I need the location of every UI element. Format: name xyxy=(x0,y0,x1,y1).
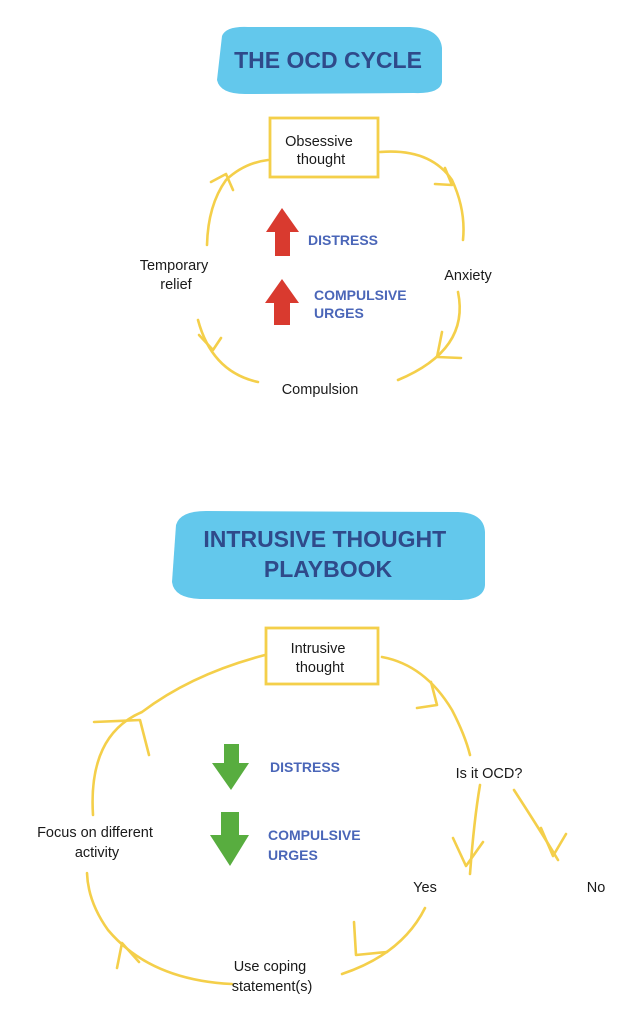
distress-increase-label: DISTRESS xyxy=(308,232,378,248)
compulsion-to-relief-line xyxy=(196,318,260,384)
obsessive-thought-node: Obsessive thought xyxy=(268,116,380,179)
obsessive-thought-line1: Obsessive xyxy=(285,134,353,150)
compulsive-urges-up-line2: URGES xyxy=(314,305,364,321)
compulsive-urges-up-line1: COMPULSIVE xyxy=(314,287,407,303)
focus-line1: Focus on different xyxy=(37,825,153,841)
use-coping-line2: statement(s) xyxy=(232,979,313,995)
coping-to-focus-line xyxy=(85,871,234,986)
focus-to-intrusive-line xyxy=(91,653,267,817)
is-it-ocd-label: Is it OCD? xyxy=(456,766,523,782)
obsessive-thought-box xyxy=(268,116,380,179)
playbook-title-line1: INTRUSIVE THOUGHT xyxy=(203,526,446,552)
ocd-cycle-title-badge: THE OCD CYCLE xyxy=(217,26,442,95)
playbook-section: INTRUSIVE THOUGHT PLAYBOOK Intrusive xyxy=(37,511,605,995)
arrowhead-intrusive-ocd xyxy=(415,680,439,710)
yes-to-coping-line xyxy=(340,906,427,976)
temporary-relief-label: Temporary relief xyxy=(140,258,213,293)
anxiety-label: Anxiety xyxy=(444,268,492,284)
intrusive-thought-line2: thought xyxy=(296,660,344,676)
intrusive-thought-node: Intrusive thought xyxy=(264,626,380,686)
playbook-title: INTRUSIVE THOUGHT PLAYBOOK xyxy=(203,526,452,582)
focus-different-activity-label: Focus on different activity xyxy=(37,825,157,861)
arrowhead-ocd-no xyxy=(539,826,568,858)
obsessive-thought-label: Obsessive thought xyxy=(285,134,357,168)
obsessive-thought-line2: thought xyxy=(297,152,345,168)
temporary-relief-line1: Temporary xyxy=(140,258,209,274)
urges-down-arrow-icon xyxy=(210,812,249,866)
arrowhead-compulsion-relief xyxy=(197,333,223,352)
playbook-connectors xyxy=(85,653,568,986)
ocd-cycle-section: THE OCD CYCLE Obsessive thought Anxiety … xyxy=(140,26,493,398)
ocd-cycle-title: THE OCD CYCLE xyxy=(234,47,422,73)
arrowhead-yes-coping xyxy=(352,920,389,957)
distress-decrease-label: DISTRESS xyxy=(270,759,340,775)
temporary-relief-line2: relief xyxy=(160,277,192,293)
yes-label: Yes xyxy=(413,880,437,896)
intrusive-thought-box xyxy=(264,626,380,686)
urges-up-arrow-icon xyxy=(265,279,299,325)
compulsion-label: Compulsion xyxy=(282,382,359,398)
arrowhead-relief-obsessive xyxy=(209,172,235,192)
playbook-title-badge: INTRUSIVE THOUGHT PLAYBOOK xyxy=(172,511,485,600)
use-coping-line1: Use coping xyxy=(234,959,307,975)
playbook-title-background xyxy=(172,511,485,600)
distress-up-arrow-icon xyxy=(266,208,299,256)
arrowhead-anxiety-compulsion xyxy=(435,330,463,360)
compulsive-urges-decrease-label: COMPULSIVE URGES xyxy=(268,827,364,863)
compulsive-urges-down-line2: URGES xyxy=(268,847,318,863)
arrowhead-ocd-yes xyxy=(451,836,485,868)
relief-to-obsessive-line xyxy=(205,158,270,247)
arrowhead-focus-intrusive xyxy=(92,718,151,757)
distress-down-arrow-icon xyxy=(212,744,249,790)
compulsive-urges-down-line1: COMPULSIVE xyxy=(268,827,361,843)
ocd-to-yes-line xyxy=(468,783,482,876)
intrusive-thought-line1: Intrusive xyxy=(291,641,346,657)
arrowhead-obsessive-anxiety xyxy=(433,166,454,187)
intrusive-thought-label: Intrusive thought xyxy=(291,641,350,676)
obsessive-to-anxiety-line xyxy=(378,150,465,242)
use-coping-statements-label: Use coping statement(s) xyxy=(232,959,313,995)
intrusive-to-ocd-line xyxy=(380,655,472,757)
playbook-title-line2: PLAYBOOK xyxy=(264,556,393,582)
compulsive-urges-increase-label: COMPULSIVE URGES xyxy=(314,287,410,321)
anxiety-to-compulsion-line xyxy=(396,290,461,382)
arrowhead-coping-focus xyxy=(115,941,141,970)
ocd-cycle-connectors xyxy=(196,150,465,384)
focus-line2: activity xyxy=(75,845,120,861)
ocd-cycle-title-background xyxy=(217,26,442,95)
no-label: No xyxy=(587,880,606,896)
